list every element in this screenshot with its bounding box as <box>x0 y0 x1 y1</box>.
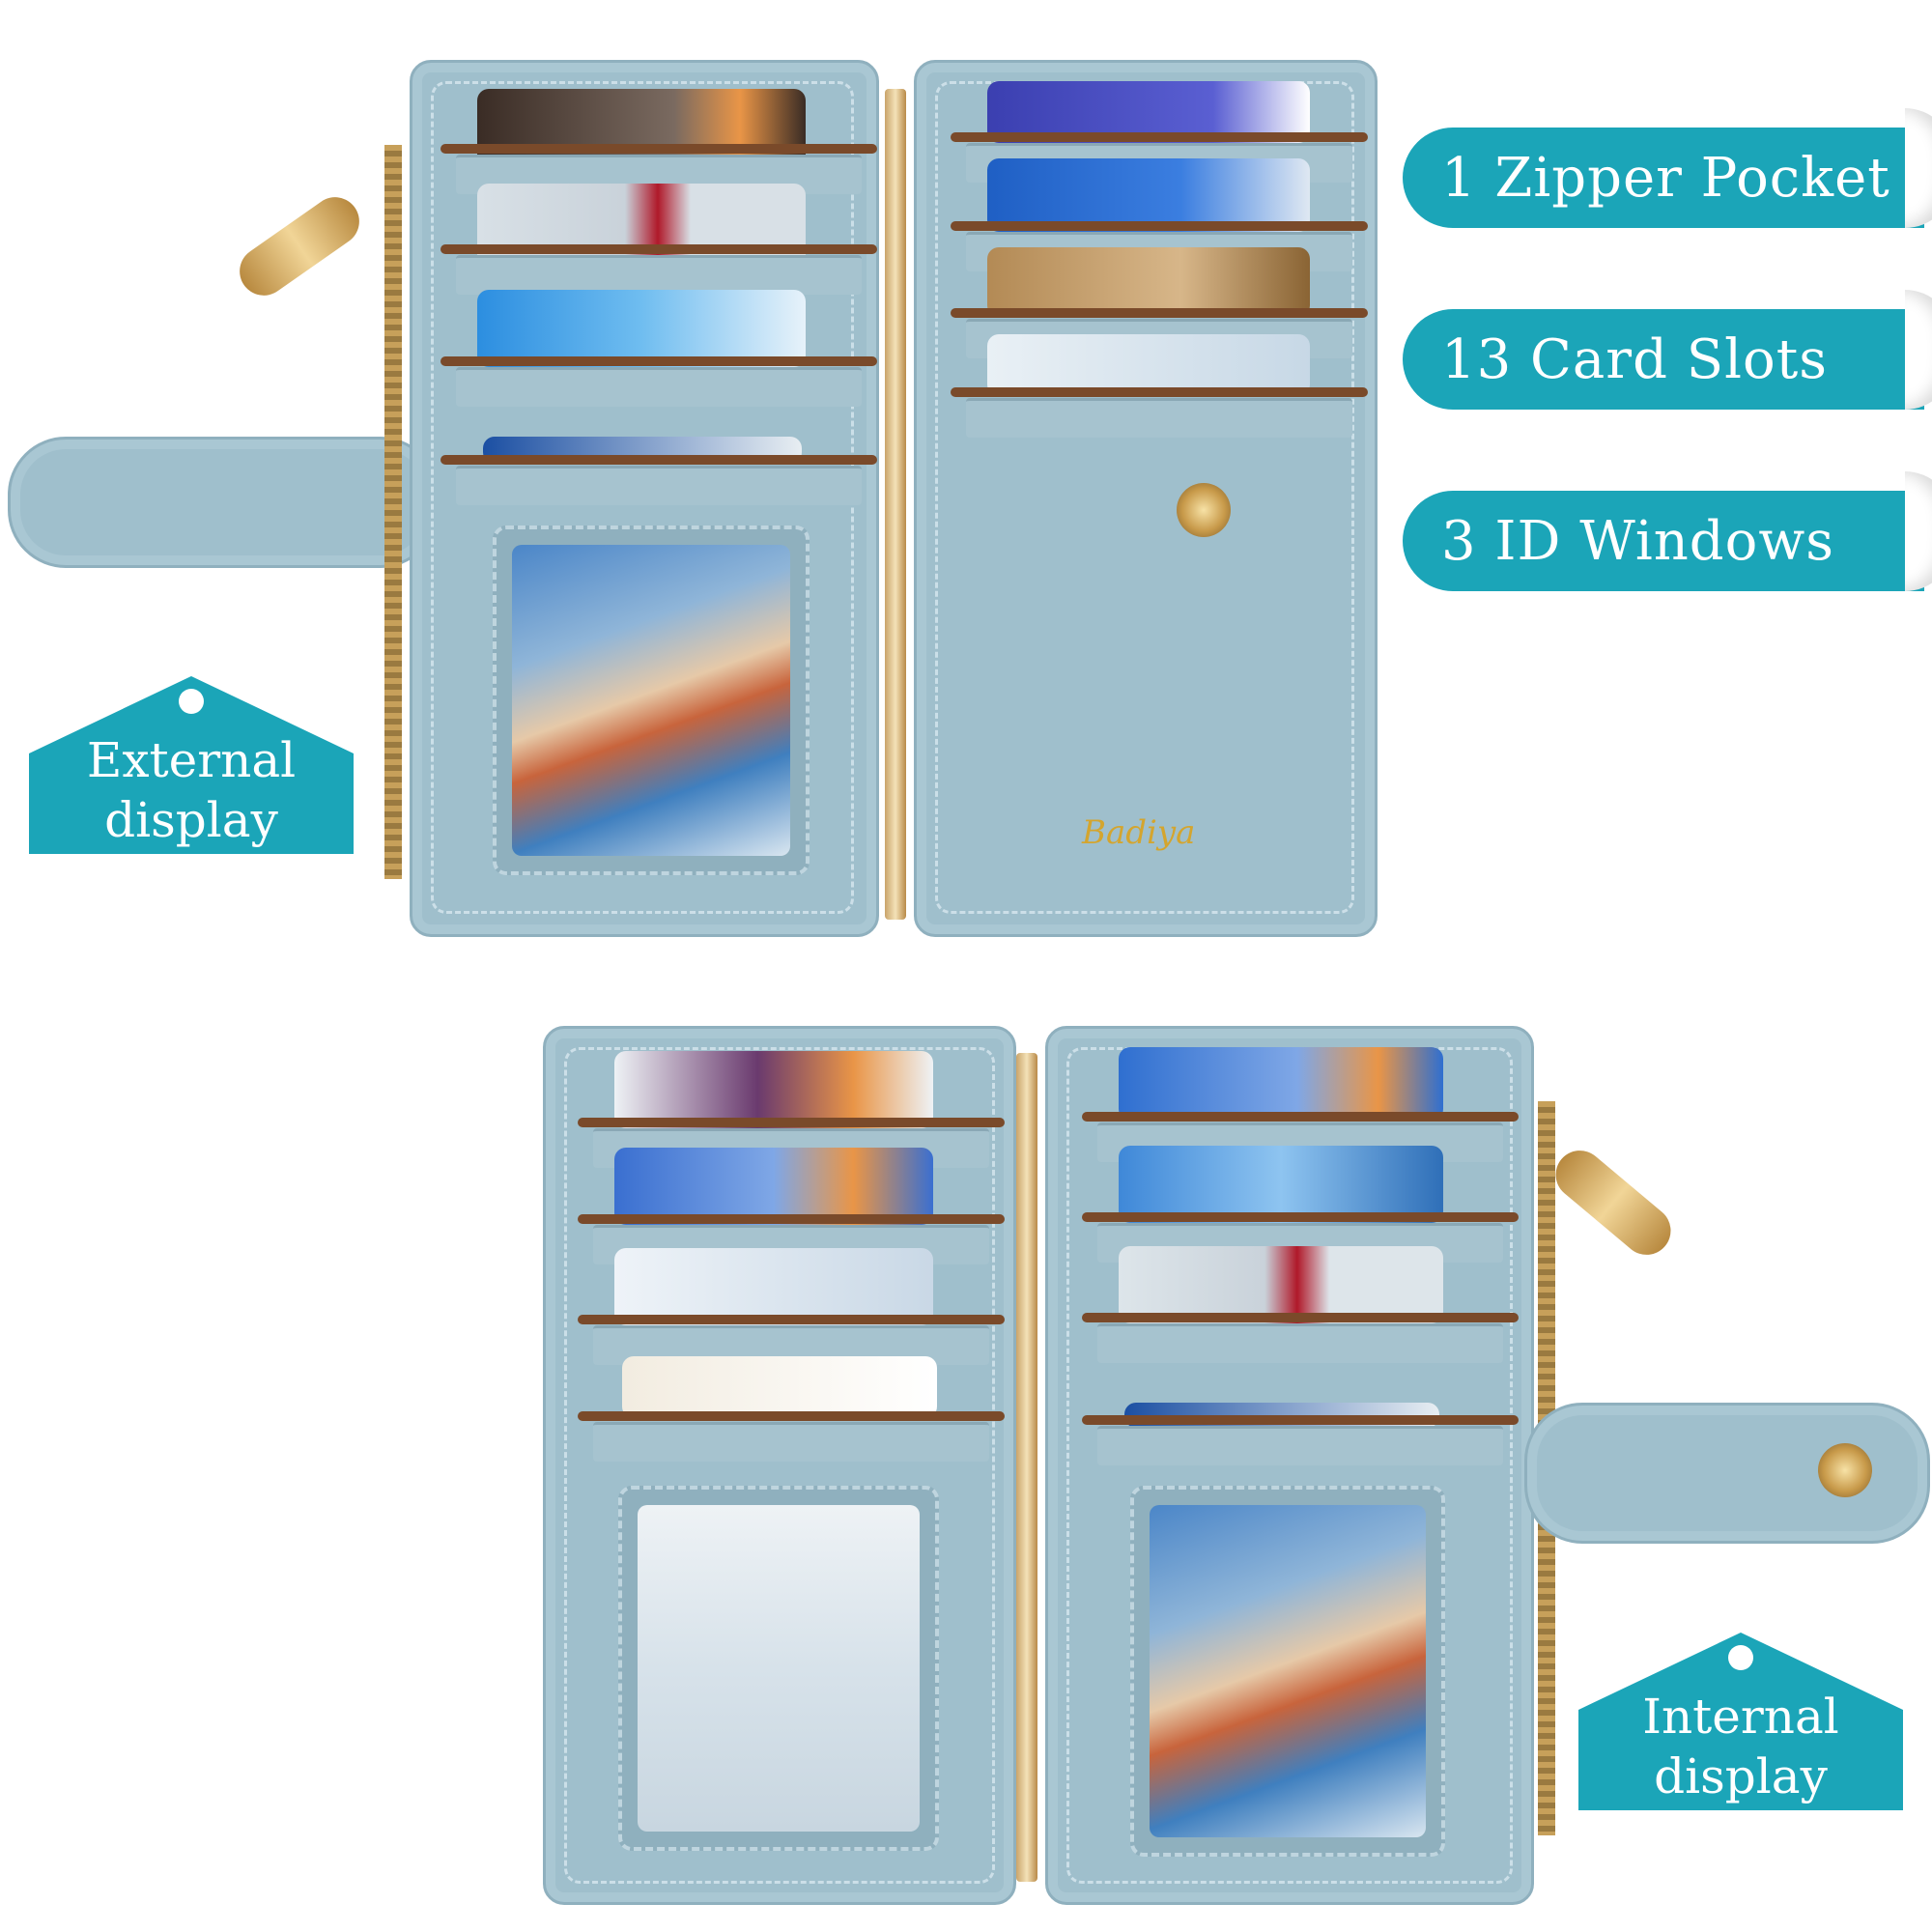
brand-logo: Badiya <box>1082 813 1196 852</box>
card-slot <box>440 244 877 295</box>
card-6 <box>987 158 1310 232</box>
zipper-track-top <box>384 145 402 879</box>
id-photo <box>512 545 790 856</box>
snap-button-icon <box>1818 1443 1872 1497</box>
card-9 <box>614 1051 933 1128</box>
card-slot <box>1082 1313 1519 1363</box>
tag-shape <box>1578 1633 1903 1810</box>
id-photo <box>1150 1505 1426 1837</box>
stitching <box>564 1047 995 1884</box>
tag-line-2: display <box>104 792 278 848</box>
feature-label: 3 ID Windows <box>1441 509 1835 573</box>
card-slot <box>578 1411 1005 1462</box>
tag-line-1: External <box>86 732 297 788</box>
wallet-strap-top <box>8 437 439 568</box>
id-window-bottom-left <box>618 1486 939 1851</box>
internal-display-tag: Internal display <box>1578 1633 1903 1810</box>
card-slot <box>440 455 877 505</box>
banner-curl <box>1905 108 1932 228</box>
hinge-icon <box>885 89 906 920</box>
driver-license <box>638 1505 920 1832</box>
card-8 <box>987 334 1310 396</box>
feature-label: 13 Card Slots <box>1441 327 1828 391</box>
card-slot <box>1082 1415 1519 1465</box>
card-11 <box>614 1248 933 1325</box>
banner-curl <box>1905 290 1932 410</box>
feature-banner-id: 3 ID Windows <box>1403 471 1932 591</box>
id-window-bottom-right <box>1130 1486 1445 1857</box>
id-window-top-left <box>493 526 810 875</box>
card-15 <box>1119 1246 1443 1323</box>
card-3 <box>477 290 806 367</box>
zipper-pull-icon <box>230 187 369 305</box>
card-14 <box>1119 1146 1443 1223</box>
tag-shape <box>29 676 354 854</box>
tag-line-1: Internal <box>1642 1689 1839 1745</box>
card-slot <box>440 356 877 407</box>
zipper-pull-icon <box>1546 1140 1681 1265</box>
snap-button-icon <box>1177 483 1231 537</box>
card-13 <box>1119 1047 1443 1121</box>
feature-banner-slots: 13 Card Slots <box>1403 290 1932 410</box>
card-7 <box>987 247 1310 317</box>
banner-curl <box>1905 471 1932 591</box>
card-10 <box>614 1148 933 1225</box>
external-display-tag: External display <box>29 676 354 854</box>
feature-banner-zipper: 1 Zipper Pocket <box>1403 108 1932 228</box>
card-slot <box>951 387 1368 438</box>
feature-label: 1 Zipper Pocket <box>1441 146 1890 210</box>
hinge-icon <box>1016 1053 1037 1882</box>
tag-line-2: display <box>1654 1748 1828 1804</box>
card-12 <box>622 1356 937 1418</box>
